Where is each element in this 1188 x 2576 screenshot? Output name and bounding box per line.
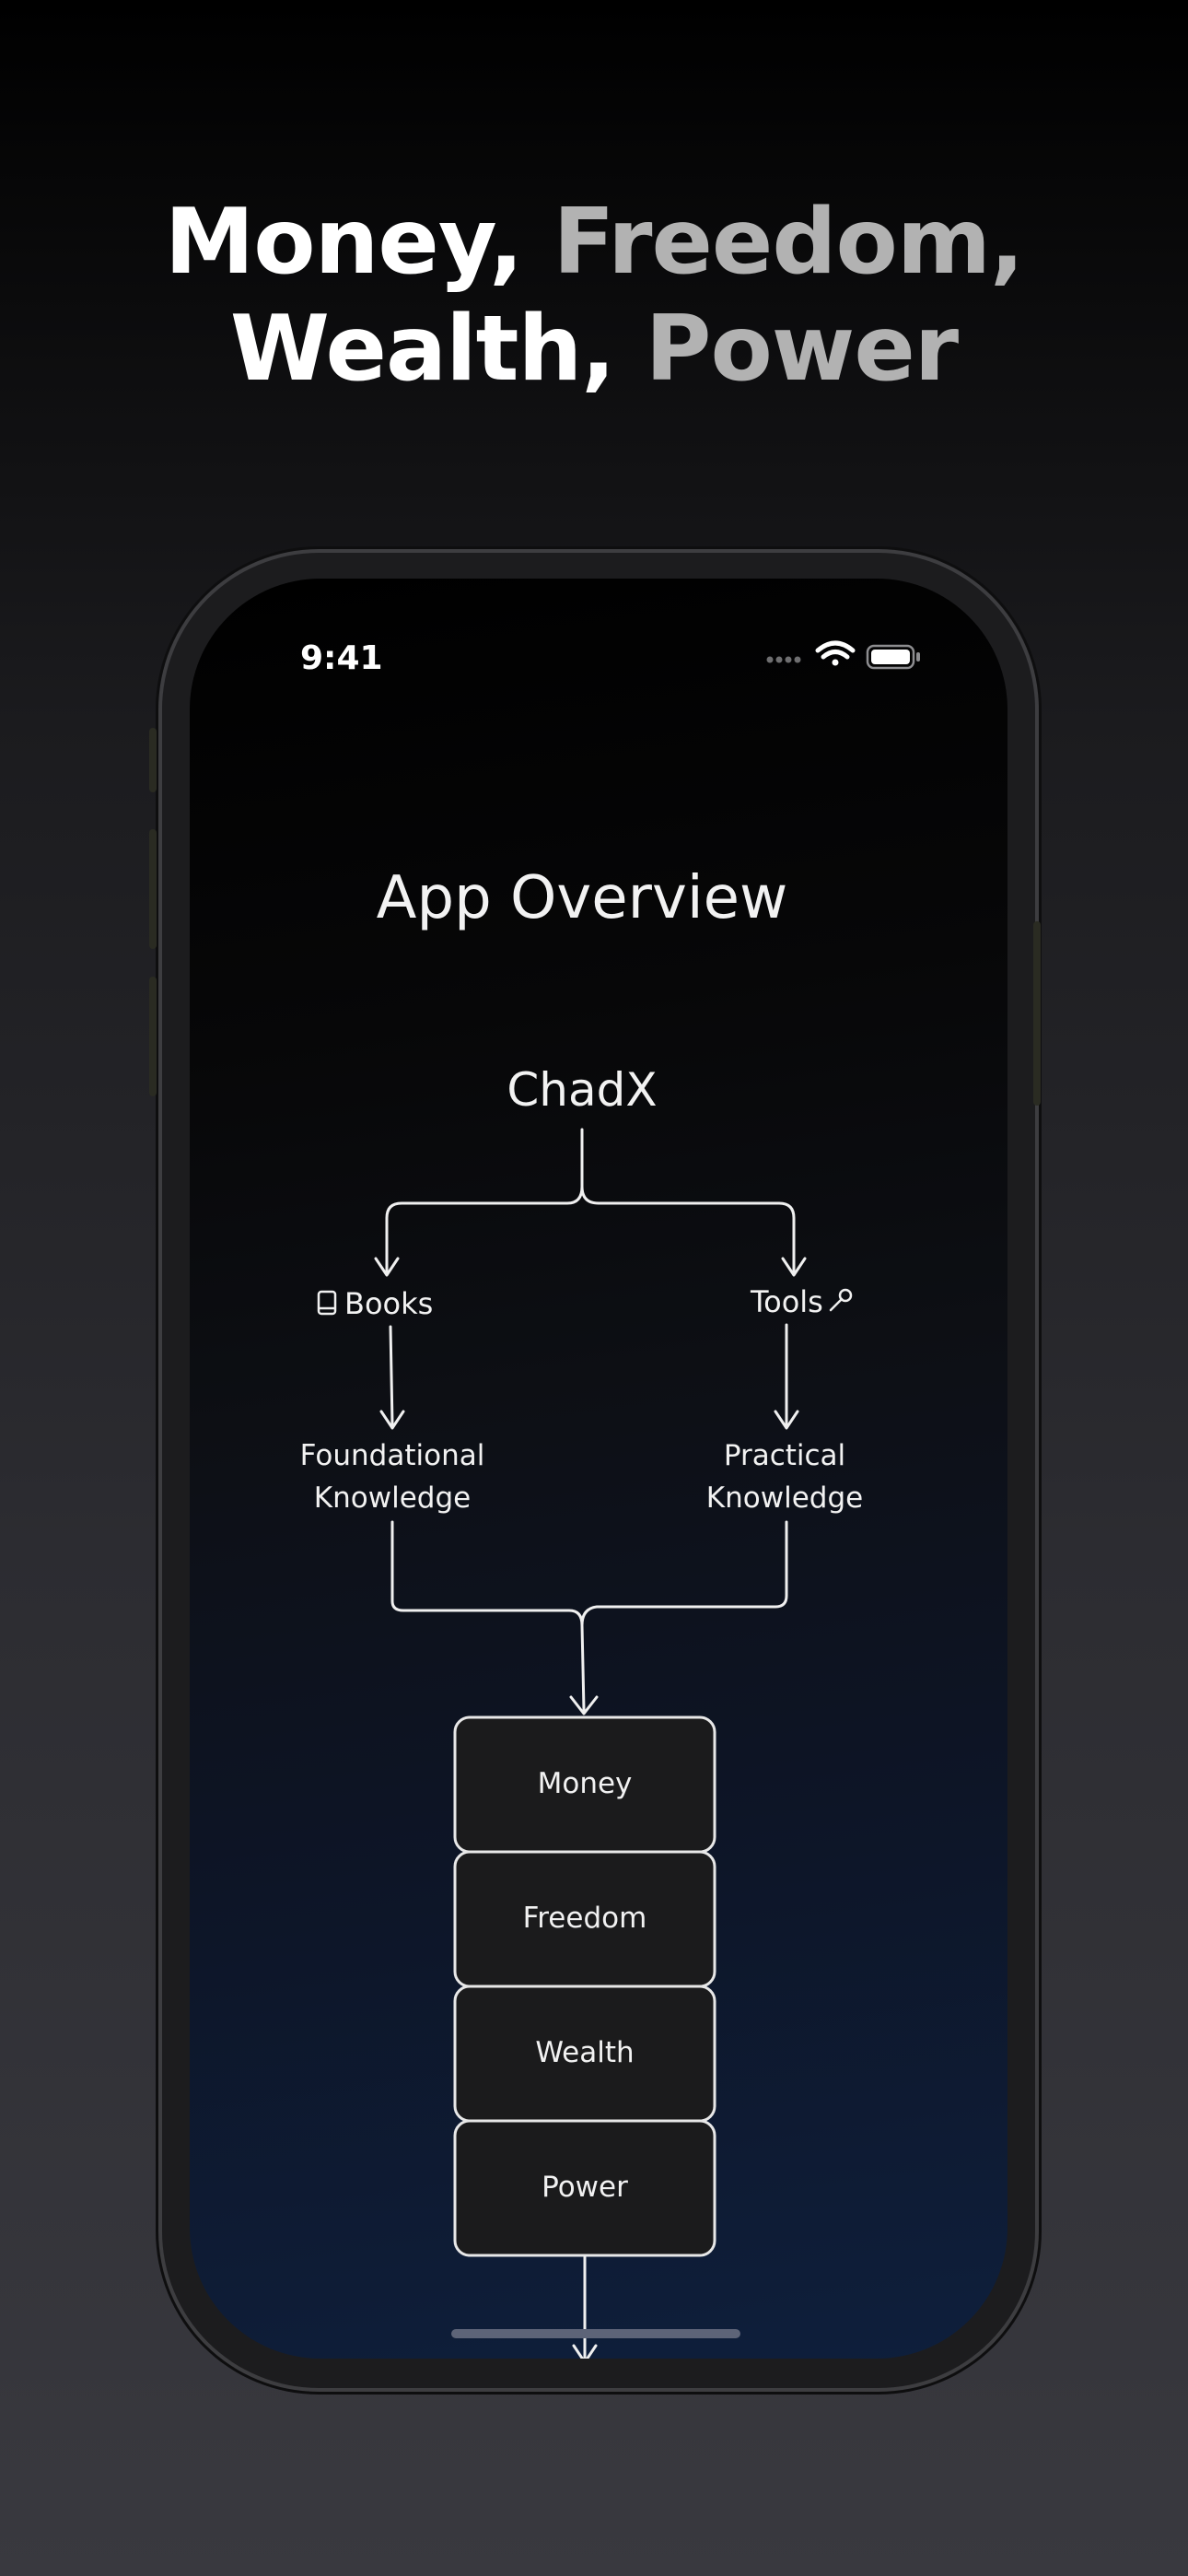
stack-box-power <box>453 2119 716 2257</box>
stack-label-freedom: Freedom <box>523 1902 647 1935</box>
headline-line-1: Money, Freedom, <box>0 189 1188 296</box>
leaf-practical-line2: Knowledge <box>706 1481 863 1515</box>
phone-screen: 9:41 App Overview ChadX <box>190 579 1007 2359</box>
stack-label-money: Money <box>538 1767 633 1800</box>
app-overview-diagram: App Overview ChadX Books Tools <box>300 864 863 2359</box>
arrowhead-tools <box>781 1257 807 1277</box>
arrow-books-to-foundational <box>389 1325 394 1426</box>
phone-volume-up-button <box>149 829 157 949</box>
battery-icon <box>866 644 920 670</box>
headline-line-2: Wealth, Power <box>0 296 1188 403</box>
branch-tools-label: Tools <box>750 1284 823 1319</box>
wrench-icon <box>829 1288 853 1312</box>
arrowhead-foundational <box>379 1410 405 1430</box>
leaf-practical-line1: Practical <box>724 1439 845 1472</box>
headline-word-wealth: Wealth, <box>229 297 616 402</box>
leaf-foundational-line2: Knowledge <box>314 1481 471 1515</box>
leaf-foundational-line1: Foundational <box>300 1439 485 1472</box>
tail-arrowhead <box>572 2344 598 2359</box>
phone-silent-switch <box>149 728 157 792</box>
branch-books-label: Books <box>344 1286 433 1321</box>
stack-money: Money <box>453 1715 716 1854</box>
stack-power: Power <box>453 2119 716 2257</box>
arrowhead-stack <box>569 1695 599 1715</box>
headline-word-power: Power <box>614 297 959 402</box>
stack-freedom: Freedom <box>453 1850 716 1988</box>
stack-label-wealth: Wealth <box>535 2036 634 2069</box>
status-bar-icons <box>766 640 920 670</box>
branch-books: Books <box>317 1286 433 1321</box>
screen-title: App Overview <box>377 864 788 932</box>
status-time: 9:41 <box>300 639 383 677</box>
stack-wealth: Wealth <box>453 1985 716 2123</box>
headline-word-money: Money, <box>164 190 524 295</box>
headline: Money, Freedom, Wealth, Power <box>0 189 1188 403</box>
phone-volume-down-button <box>149 977 157 1096</box>
arrowhead-practical <box>774 1410 799 1430</box>
merge-connector <box>390 1520 788 1712</box>
home-indicator[interactable] <box>451 2329 740 2338</box>
diagram-root-label: ChadX <box>507 1063 657 1117</box>
arrowhead-books <box>374 1257 400 1277</box>
stack-label-power: Power <box>542 2171 628 2204</box>
root-branch-connector <box>385 1128 796 1273</box>
wifi-icon <box>815 640 856 666</box>
signal-dots-icon <box>766 656 801 663</box>
branch-tools: Tools <box>750 1284 853 1319</box>
book-icon <box>317 1290 337 1316</box>
phone-power-button <box>1033 921 1041 1106</box>
headline-word-freedom: Freedom, <box>522 190 1024 295</box>
